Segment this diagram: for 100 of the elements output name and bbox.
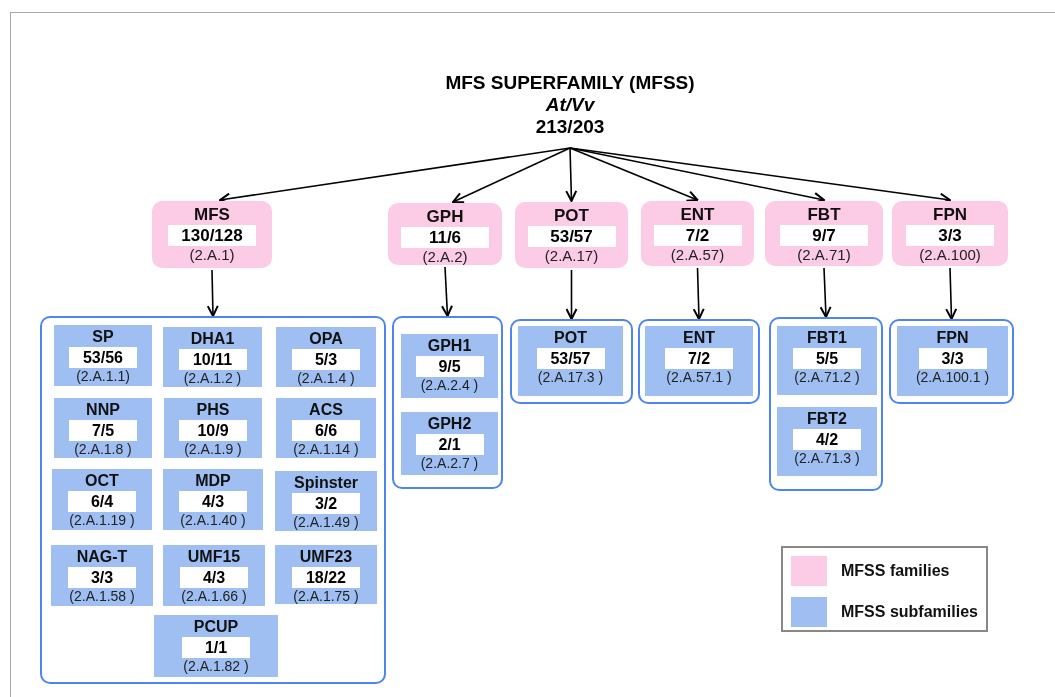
family-name: DHA1 (190, 329, 235, 349)
family-name: OPA (309, 329, 343, 349)
subfamily-box (164, 398, 262, 458)
family-name: NNP (86, 400, 120, 420)
group-frame (638, 319, 760, 404)
subfamily-box (777, 407, 877, 476)
subfamily-box (154, 615, 278, 677)
count-label: 53/56 (69, 347, 137, 368)
code-label: (2.A.71.2 ) (794, 369, 860, 385)
subfamily-box (275, 471, 377, 531)
family-name: PCUP (193, 617, 239, 637)
count-label: 7/2 (665, 348, 733, 369)
code-label: (2.A.100) (919, 246, 981, 263)
family-name: GPH (426, 207, 464, 227)
count-label: 7/5 (69, 420, 137, 441)
subfamily-box (163, 469, 263, 530)
code-label: (2.A.2.4 ) (420, 377, 479, 393)
count-label: 9/5 (415, 356, 484, 377)
count-label: 53/57 (527, 226, 616, 247)
count-label: 4/3 (179, 491, 247, 512)
family-name: UMF23 (299, 547, 353, 567)
subfamily-box (401, 334, 498, 398)
code-label: (2.A.100.1 ) (915, 369, 990, 385)
subfamily-box (276, 327, 376, 387)
family-box (765, 201, 883, 266)
subfamily-box (276, 398, 376, 458)
family-name: UMF15 (187, 547, 241, 567)
code-label: (2.A.1.58 ) (69, 588, 135, 604)
count-label: 4/3 (180, 567, 248, 588)
arrow (452, 147, 571, 204)
species-label: At/Vv (545, 94, 595, 116)
code-label: (2.A.1.40 ) (180, 512, 246, 528)
count-label: 11/6 (401, 227, 489, 248)
family-name: MFS (194, 205, 230, 225)
family-name: FPN (933, 205, 967, 225)
subfamily-box (275, 545, 377, 604)
count-label: 130/128 (168, 225, 256, 246)
code-label: (2.A.1.19 ) (69, 512, 135, 528)
group-frame (392, 316, 503, 489)
arrow (569, 147, 699, 202)
code-label: (2.A.1.8 ) (74, 441, 132, 457)
heading: MFS SUPERFAMILY (MFSS) (445, 72, 695, 94)
code-label: (2.A.1.9 ) (184, 441, 242, 457)
count-label: 6/6 (292, 420, 360, 441)
arrow (945, 267, 958, 320)
code-label: (2.A.1.1) (76, 368, 130, 384)
family-name: GPH2 (427, 414, 472, 434)
code-label: (2.A.57) (670, 246, 725, 263)
subfamily-box (897, 326, 1008, 396)
family-name: NAG-T (76, 547, 128, 567)
code-label: (2.A.17.3 ) (537, 369, 604, 385)
subfamily-box (51, 545, 153, 606)
code-label: (2.A.71.3 ) (794, 450, 860, 466)
code-label: (2.A.1.49 ) (293, 514, 359, 530)
family-name: GPH1 (427, 336, 472, 356)
code-label: (2.A.1.2 ) (183, 370, 242, 386)
subfamily-box (401, 412, 498, 475)
count-label: 6/4 (68, 491, 136, 512)
group-frame (769, 317, 883, 491)
subfamily-box (54, 398, 152, 458)
family-name: ACS (309, 400, 343, 420)
family-name: POT (554, 328, 587, 348)
subfamily-box (54, 325, 152, 386)
legend-text: MFSS subfamilies (841, 603, 978, 621)
group-frame (40, 316, 386, 684)
code-label: (2.A.1.75 ) (293, 588, 359, 604)
family-box (892, 201, 1008, 266)
count-label: 3/3 (906, 225, 994, 246)
count-label: 3/3 (918, 348, 987, 369)
group-frame (889, 319, 1014, 404)
group-frame (510, 319, 633, 404)
count-label: 18/22 (292, 567, 360, 588)
count-label: 9/7 (780, 225, 868, 246)
count-label: 53/57 (536, 348, 605, 369)
family-name: FBT1 (807, 328, 847, 348)
code-label: (2.A.1) (189, 246, 235, 263)
subfamily-box (645, 326, 753, 396)
count-label: 2/1 (415, 434, 484, 455)
code-label: (2.A.2) (422, 248, 468, 265)
family-name: ENT (680, 205, 715, 225)
count-label: 5/3 (292, 349, 360, 370)
family-name: FPN (936, 328, 969, 348)
family-name: SP (92, 327, 114, 347)
code-label: (2.A.57.1 ) (666, 369, 732, 385)
arrow (819, 267, 832, 318)
subfamily-box (777, 326, 877, 395)
family-box (641, 201, 754, 266)
subfamily-box (163, 327, 262, 387)
arrow (206, 269, 219, 317)
subfamily-box (518, 326, 623, 396)
code-label: (2.A.1.4 ) (297, 370, 355, 386)
count-label: 213/203 (535, 116, 605, 138)
family-name: Spinster (294, 473, 358, 493)
count-label: 3/2 (292, 493, 360, 514)
arrow (565, 147, 578, 202)
count-label: 1/1 (182, 637, 250, 658)
family-name: POT (554, 206, 589, 226)
code-label: (2.A.1.82 ) (183, 658, 249, 674)
arrow (441, 266, 453, 317)
arrow (692, 267, 705, 320)
